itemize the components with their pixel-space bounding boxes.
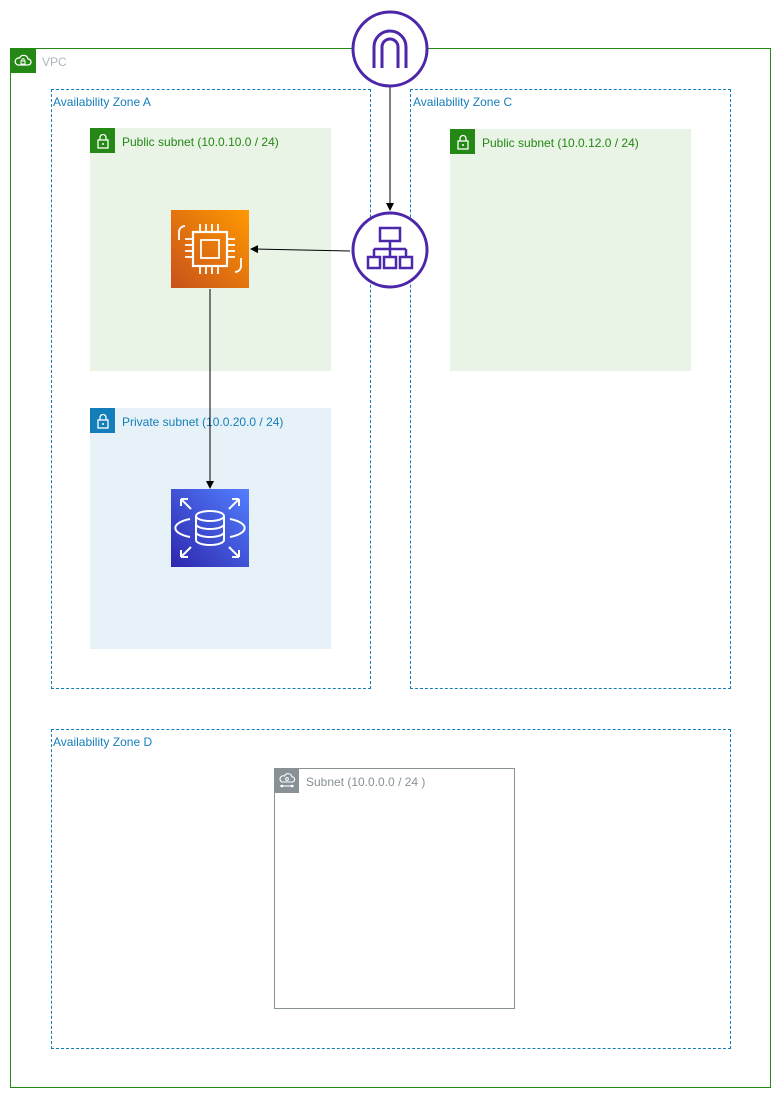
lock-icon xyxy=(90,408,115,433)
public-subnet-a-label: Public subnet (10.0.10.0 / 24) xyxy=(122,135,279,149)
ec2-chip-icon xyxy=(171,210,249,288)
availability-zone-a xyxy=(51,89,371,689)
availability-zone-d xyxy=(51,729,731,1049)
availability-zone-d-label: Availability Zone D xyxy=(53,735,153,749)
vpc-cloud-lock-icon xyxy=(10,48,36,73)
subnet-d-label: Subnet (10.0.0.0 / 24 ) xyxy=(306,775,426,789)
public-subnet-c-label: Public subnet (10.0.12.0 / 24) xyxy=(482,136,639,150)
public-subnet-c xyxy=(450,129,691,371)
vpc-label: VPC xyxy=(42,55,67,69)
load-balancer-icon xyxy=(351,211,429,289)
lock-icon xyxy=(450,129,475,154)
availability-zone-c-label: Availability Zone C xyxy=(413,95,513,109)
private-subnet-a-label: Private subnet (10.0.20.0 / 24) xyxy=(122,415,284,429)
subnet-d xyxy=(274,768,515,1009)
availability-zone-a-label: Availability Zone A xyxy=(53,95,151,109)
internet-gateway-icon xyxy=(351,10,429,88)
lock-icon xyxy=(90,128,115,153)
cloud-subnet-icon xyxy=(274,768,299,793)
rds-database-icon xyxy=(171,489,249,567)
availability-zone-c xyxy=(410,89,731,689)
